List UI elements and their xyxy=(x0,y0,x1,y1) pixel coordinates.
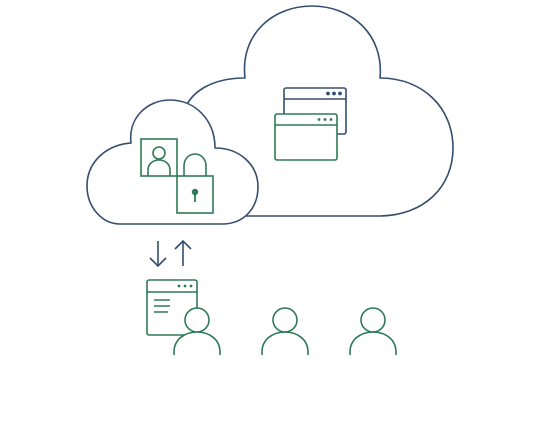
person-icon xyxy=(173,307,221,355)
browser-window-stack-icon xyxy=(274,87,347,161)
person-icon xyxy=(261,307,309,355)
padlock-icon xyxy=(176,153,214,214)
user-id-card-icon xyxy=(140,138,178,177)
person-icon xyxy=(349,307,397,355)
sync-arrows-icon xyxy=(149,239,192,268)
